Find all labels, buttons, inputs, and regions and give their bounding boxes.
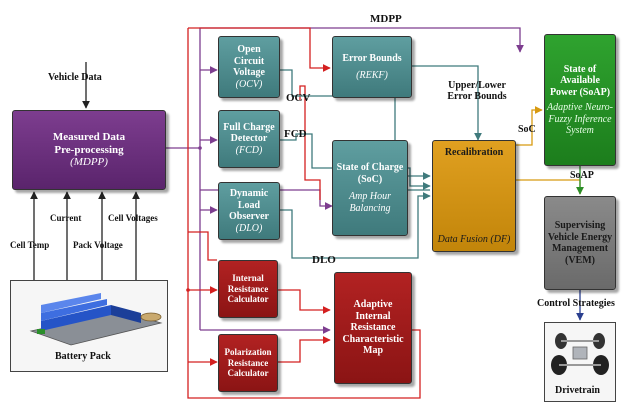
- dlo-block-sub: (DLO): [235, 222, 263, 234]
- soap-block[interactable]: State of Available Power (SoAP) Adaptive…: [544, 34, 616, 166]
- error-bounds-title: Error Bounds: [342, 52, 402, 64]
- prc-block-title: Polarization Resistance Calculator: [224, 347, 272, 379]
- mdpp-block-title: Measured Data Pre-processing: [52, 131, 126, 156]
- ocv-label: OCV: [286, 92, 311, 104]
- recalibration-title: Recalibration: [444, 147, 504, 158]
- fcd-label: FCD: [284, 128, 307, 140]
- soc-block-sub: Amp Hour Balancing: [349, 191, 391, 214]
- dlo-label: DLO: [312, 254, 336, 266]
- error-bounds-block[interactable]: Error Bounds (REKF): [332, 36, 412, 98]
- current-label: Current: [50, 213, 82, 223]
- soap-output-label: SoAP: [570, 170, 594, 181]
- upper-lower-label: Upper/Lower Error Bounds: [447, 80, 507, 102]
- soc-block[interactable]: State of Charge (SoC) Amp Hour Balancing: [332, 140, 408, 236]
- mdpp-block[interactable]: Measured Data Pre-processing (MDPP): [12, 110, 166, 190]
- fcd-block[interactable]: Full Charge Detector (FCD): [218, 110, 280, 168]
- fcd-block-sub: (FCD): [235, 144, 263, 156]
- ocv-block-title: Open Circuit Voltage: [233, 44, 265, 78]
- soc-output-label: SoC: [518, 124, 536, 135]
- control-strategies-label: Control Strategies: [537, 298, 615, 309]
- battery-pack-panel: Battery Pack: [10, 280, 168, 372]
- soap-block-title: State of Available Power (SoAP): [549, 63, 611, 98]
- cell-voltages-label: Cell Voltages: [108, 213, 158, 223]
- ocv-block[interactable]: Open Circuit Voltage (OCV): [218, 36, 280, 98]
- pack-voltage-label: Pack Voltage: [73, 240, 123, 250]
- cell-temp-label: Cell Temp: [10, 240, 50, 250]
- air-map-block[interactable]: Adaptive Internal Resistance Characteris…: [334, 272, 412, 384]
- ocv-block-sub: (OCV): [235, 78, 263, 90]
- vem-block[interactable]: Supervising Vehicle Energy Management (V…: [544, 196, 616, 290]
- irc-block[interactable]: Internal Resistance Calculator: [218, 260, 278, 318]
- mdpp-block-sub: (MDPP): [70, 156, 108, 169]
- prc-block[interactable]: Polarization Resistance Calculator: [218, 334, 278, 392]
- mdpp-top-label: MDPP: [370, 13, 402, 25]
- drivetrain-label: Drivetrain: [555, 385, 600, 396]
- dlo-block-title: Dynamic Load Observer: [229, 188, 269, 222]
- battery-pack-icon: [29, 293, 163, 346]
- dlo-block[interactable]: Dynamic Load Observer (DLO): [218, 182, 280, 240]
- vem-block-title: Supervising Vehicle Energy Management (V…: [547, 220, 613, 266]
- recalibration-sub: Data Fusion (DF): [437, 233, 511, 245]
- soap-block-sub: Adaptive Neuro-Fuzzy Inference System: [547, 102, 614, 136]
- air-map-title: Adaptive Internal Resistance Characteris…: [342, 299, 404, 357]
- vehicle-data-label: Vehicle Data: [48, 72, 102, 83]
- recalibration-block[interactable]: Recalibration Data Fusion (DF): [432, 140, 516, 252]
- drivetrain-panel: Drivetrain: [544, 322, 616, 402]
- soc-block-title: State of Charge (SoC): [336, 162, 404, 185]
- battery-pack-label: Battery Pack: [55, 351, 111, 362]
- drivetrain-icon: [551, 333, 609, 375]
- error-bounds-sub: (REKF): [356, 70, 388, 81]
- fcd-block-title: Full Charge Detector: [223, 121, 275, 145]
- irc-block-title: Internal Resistance Calculator: [227, 273, 269, 305]
